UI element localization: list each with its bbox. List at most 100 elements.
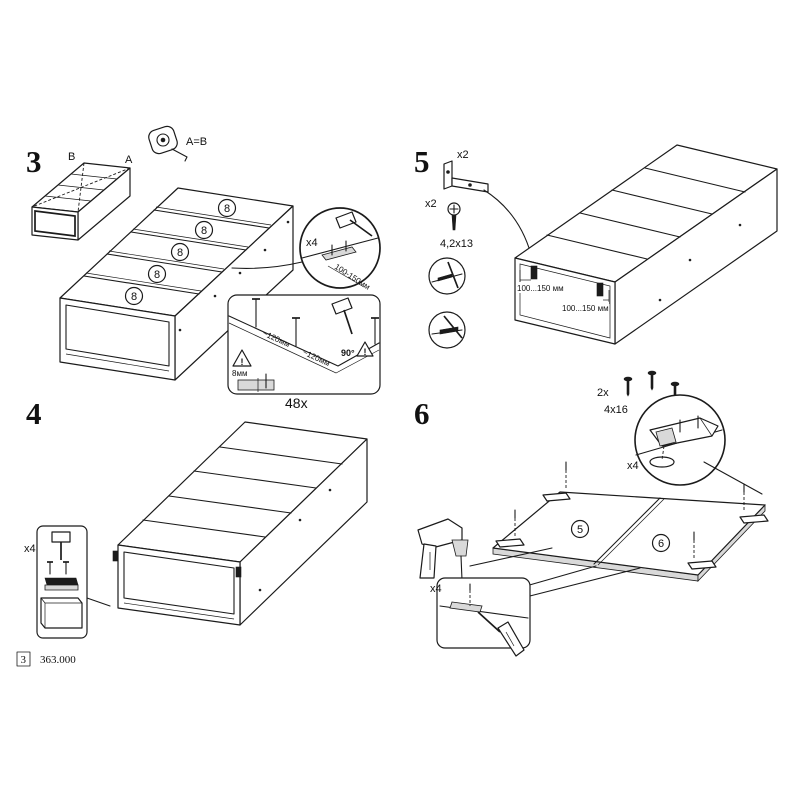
hammer-icon: [51, 531, 71, 560]
panel-seam: [142, 519, 266, 538]
angle-bracket-left: [530, 265, 538, 280]
screw-qty-label: 2x: [597, 387, 609, 399]
box-shelf-line: [44, 195, 92, 202]
bracket-qty-label: x2: [457, 149, 469, 161]
shelf-label-3: 8: [170, 242, 190, 262]
hammer-handle: [343, 309, 353, 335]
shelf-label-text: 8: [177, 247, 183, 259]
tape-measure-hub: [160, 137, 166, 143]
tape-measure-reel: [156, 133, 170, 147]
nail-count-label: 48x: [285, 395, 308, 411]
tape-check-label: A=B: [186, 136, 207, 148]
hammer-head: [335, 211, 357, 229]
screw-hole: [286, 220, 290, 224]
screw-head: [623, 376, 633, 382]
tape-measure-icon: [148, 125, 188, 162]
screw-shank: [626, 380, 630, 397]
nail-2: [292, 317, 300, 347]
screw-shank: [650, 374, 654, 391]
door-top-face: [492, 491, 766, 576]
screw-shank: [451, 214, 457, 231]
shelf-label-2: 8: [147, 264, 167, 284]
panel-seam: [579, 212, 681, 238]
shelf-label-circle: [170, 242, 190, 262]
shelf-edge: [153, 209, 270, 229]
screw-hole: [263, 248, 267, 252]
bracket-plate: [437, 273, 453, 282]
box-shelf-line: [70, 173, 118, 180]
carcass-plinth-line: [123, 602, 235, 620]
nail-3: [371, 317, 379, 345]
screwdriver-grip: [505, 631, 515, 647]
hammer-head: [51, 531, 71, 543]
shelf-label-circle: [124, 286, 144, 306]
shelf-edge: [106, 253, 223, 273]
screw-count-label: x4: [430, 583, 442, 595]
warning-icon: !: [356, 341, 374, 357]
shelf-label-text: 8: [154, 269, 160, 281]
screw-hole: [258, 588, 262, 592]
shelf-label-4: 8: [194, 220, 214, 240]
inset-leader-line: [521, 567, 641, 599]
step-4: 4: [24, 396, 368, 639]
screw-icon: [447, 202, 461, 231]
shelf-edge: [155, 206, 272, 226]
diagonal-b-line: [77, 162, 85, 213]
page-footer: 3 363.000: [16, 651, 76, 667]
nail-count-backdrop: [282, 396, 314, 410]
bracket-plate: [321, 246, 357, 261]
door-split-line-inner: [597, 498, 665, 566]
door-panels: [492, 491, 766, 582]
distance-left-label: 100...150 мм: [517, 284, 564, 293]
nailing-inset: ~120мм ~120мм 90° ! ! 8мм: [227, 294, 381, 395]
bracket-detail-circle-1: [428, 257, 466, 295]
carcass-front-frame: [65, 304, 170, 367]
screw-hole: [178, 328, 182, 332]
door-label-text: 6: [658, 538, 664, 550]
screw-size-label: 4,2x13: [440, 238, 473, 250]
warning-triangle: [356, 341, 374, 357]
shelf-edge: [132, 228, 249, 248]
door-label-circle: [651, 533, 671, 553]
carcass-front-frame: [123, 551, 235, 615]
bracket-hole: [468, 183, 472, 187]
panel-seam: [644, 167, 746, 193]
diagonal-check-box: [31, 162, 131, 241]
step-4-number: 4: [26, 396, 42, 431]
screwdriver-inset: [436, 577, 531, 657]
edge-section-detail: [237, 373, 275, 392]
step-6-number: 6: [414, 396, 430, 431]
screwdriver-shaft: [477, 611, 501, 633]
back-panel-edge-lower: [228, 322, 380, 374]
callout-leader-line: [703, 461, 763, 495]
drill-icon: [417, 518, 469, 581]
callout-leader-line: [231, 261, 303, 269]
bracket-qty-label: x4: [306, 237, 318, 249]
warning-icon: !: [232, 349, 252, 367]
shelf-edge: [83, 275, 200, 295]
inset-frame: [227, 294, 381, 395]
shelf-label-circle: [194, 220, 214, 240]
shelf-label-1: 8: [124, 286, 144, 306]
screw-hole: [238, 271, 242, 275]
warning-mark: !: [241, 357, 244, 367]
shelf-label-circle: [217, 198, 237, 218]
panel-seam: [219, 446, 343, 465]
page-number-box: [16, 651, 31, 667]
plinth-block-edge: [40, 597, 46, 604]
tape-measure-tape: [171, 148, 188, 162]
screw-head: [647, 370, 657, 376]
hinge-mark: [235, 566, 242, 578]
product-code: 363.000: [40, 654, 76, 666]
nail-pair: [47, 561, 69, 575]
bracket-vertical-plate: [443, 160, 453, 190]
door-label-text: 5: [577, 524, 583, 536]
step-5-number: 5: [414, 144, 430, 179]
carcass-step-4: [112, 421, 368, 626]
carcass-front-face: [117, 544, 241, 626]
step-6: 6 2x 4x16 x4: [414, 370, 769, 657]
screw-hole: [658, 298, 662, 302]
shelf-label-circle: [147, 264, 167, 284]
hinge: [739, 514, 769, 524]
carcass-plinth-line: [65, 353, 170, 372]
